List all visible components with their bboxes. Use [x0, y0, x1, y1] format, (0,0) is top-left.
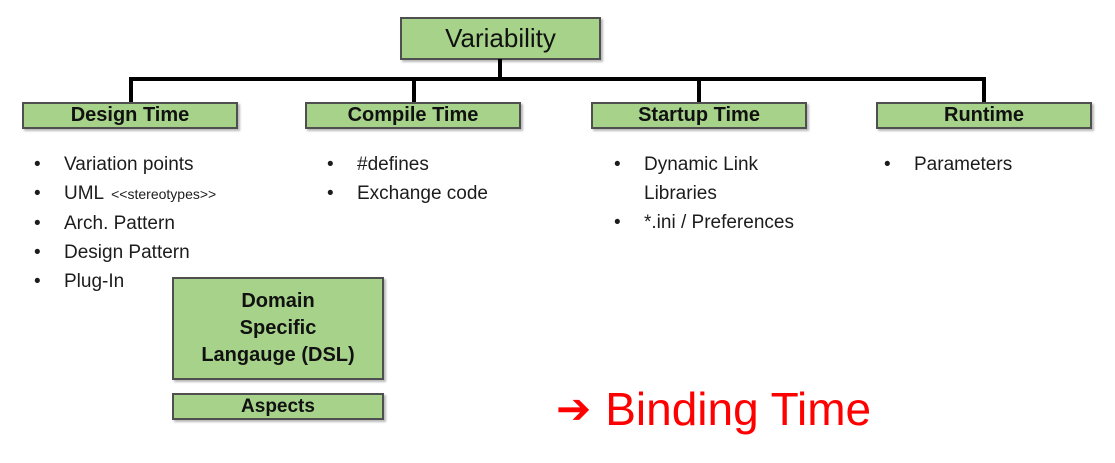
connector-startup-time: [697, 79, 701, 103]
stereotypes-annotation: <<stereotypes>>: [111, 186, 217, 202]
node-startup-time-label: Startup Time: [638, 104, 760, 126]
list-item: • Plug-In: [34, 267, 216, 296]
binding-time-callout: ➔ Binding Time: [556, 381, 871, 437]
list-item: • *.ini / Preferences: [614, 208, 822, 237]
list-item: • Parameters: [884, 150, 1012, 179]
list-item-main: UML: [64, 183, 105, 204]
connector-runtime: [982, 79, 986, 103]
bullet-icon: •: [34, 154, 41, 175]
binding-time-label: Binding Time: [605, 383, 872, 435]
list-item: • Variation points: [34, 150, 216, 179]
dsl-line-3: Langauge (DSL): [201, 344, 355, 366]
node-variability: Variability: [400, 17, 601, 60]
list-item-text: Arch. Pattern: [64, 213, 175, 234]
list-item: • Arch. Pattern: [34, 209, 216, 238]
list-item-text: Parameters: [914, 154, 1013, 175]
list-item-text: *.ini / Preferences: [644, 212, 794, 233]
dsl-line-1: Domain: [241, 290, 315, 312]
compile-time-list: • #defines • Exchange code: [327, 150, 488, 208]
connector-design-time: [129, 79, 133, 103]
node-runtime-label: Runtime: [944, 104, 1024, 126]
node-design-time: Design Time: [22, 102, 238, 129]
node-startup-time: Startup Time: [591, 102, 807, 129]
runtime-list: • Parameters: [884, 150, 1012, 179]
bullet-icon: •: [34, 271, 41, 292]
list-item-text: UML <<stereotypes>>: [64, 179, 216, 209]
bullet-icon: •: [884, 154, 891, 175]
bullet-icon: •: [327, 154, 334, 175]
bullet-icon: •: [327, 183, 334, 204]
bullet-icon: •: [614, 212, 621, 233]
node-aspects-label: Aspects: [241, 396, 315, 417]
bullet-icon: •: [614, 154, 621, 175]
list-item: • UML <<stereotypes>>: [34, 179, 216, 209]
node-compile-time: Compile Time: [305, 102, 521, 129]
node-aspects: Aspects: [172, 393, 384, 420]
connector-trunk: [498, 59, 502, 79]
bullet-icon: •: [34, 183, 41, 204]
bullet-icon: •: [34, 213, 41, 234]
list-item-text: Plug-In: [64, 271, 125, 292]
list-item-text: Exchange code: [357, 183, 488, 204]
list-item: • Design Pattern: [34, 238, 216, 267]
connector-compile-time: [412, 79, 416, 103]
connector-crossbar: [129, 77, 986, 81]
node-dsl: Domain Specific Langauge (DSL): [172, 277, 384, 380]
dsl-line-2: Specific: [239, 317, 317, 339]
node-compile-time-label: Compile Time: [347, 104, 479, 126]
startup-time-list: • Dynamic Link Libraries • *.ini / Prefe…: [614, 150, 822, 237]
node-variability-label: Variability: [445, 23, 556, 53]
node-runtime: Runtime: [876, 102, 1092, 129]
list-item-text: Design Pattern: [64, 242, 190, 263]
list-item: • Exchange code: [327, 179, 488, 208]
bullet-icon: •: [34, 242, 41, 263]
node-design-time-label: Design Time: [70, 104, 190, 126]
design-time-list: • Variation points • UML<<stereotypes>> …: [34, 150, 216, 296]
arrow-right-icon: ➔: [556, 385, 592, 432]
list-item-text: Dynamic Link Libraries: [644, 154, 759, 204]
list-item: • Dynamic Link Libraries: [614, 150, 822, 208]
list-item-text: #defines: [357, 154, 429, 175]
list-item: • #defines: [327, 150, 488, 179]
list-item-text: Variation points: [64, 154, 194, 175]
